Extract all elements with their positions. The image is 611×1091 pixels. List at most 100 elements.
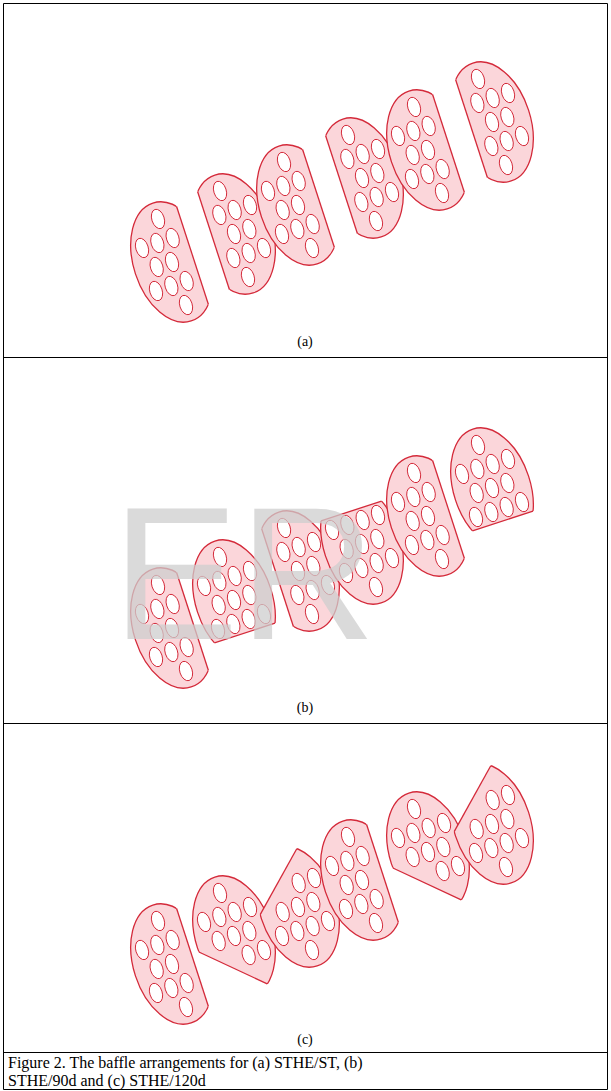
tube-hole xyxy=(210,906,228,929)
tube-hole xyxy=(338,148,356,171)
tube-hole xyxy=(434,158,452,181)
table-line xyxy=(4,1052,608,1053)
tube-hole xyxy=(241,194,259,217)
baffle-plate xyxy=(436,51,547,193)
tube-hole xyxy=(353,869,371,892)
tube-hole xyxy=(240,944,258,967)
tube-hole xyxy=(162,977,180,1000)
tube-hole xyxy=(163,251,181,274)
panel-label: (c) xyxy=(275,1032,335,1048)
tube-hole xyxy=(367,912,385,935)
tube-hole xyxy=(304,891,322,914)
tube-hole xyxy=(403,168,421,191)
tube-hole xyxy=(482,135,500,158)
tube-hole xyxy=(468,92,486,115)
tube-hole xyxy=(240,242,258,265)
tube-hole xyxy=(239,266,257,289)
tube-hole xyxy=(255,237,273,260)
tube-hole xyxy=(225,223,243,246)
tube-hole xyxy=(434,860,452,883)
tube-hole xyxy=(354,143,372,166)
tube-hole xyxy=(435,812,453,835)
baffle-cut-edge xyxy=(433,94,465,192)
tube-hole xyxy=(149,208,167,231)
tube-hole xyxy=(164,227,182,250)
tube-hole xyxy=(484,87,502,110)
tube-hole xyxy=(389,125,407,148)
tube-hole xyxy=(404,510,422,533)
tube-hole xyxy=(498,106,516,129)
tube-hole xyxy=(483,477,501,500)
tube-hole xyxy=(498,472,516,495)
tube-hole xyxy=(274,199,292,222)
tube-hole xyxy=(303,939,321,962)
baffle-plate xyxy=(436,753,547,895)
tube-hole xyxy=(513,827,531,850)
tube-hole xyxy=(499,448,517,471)
tube-hole xyxy=(241,896,259,919)
tube-hole xyxy=(178,270,196,293)
tube-hole xyxy=(497,856,515,879)
tube-hole xyxy=(499,784,517,807)
tube-hole xyxy=(468,482,486,505)
table-line xyxy=(4,3,608,4)
tube-hole xyxy=(337,898,355,921)
baffle-disc xyxy=(436,51,547,193)
tube-hole xyxy=(420,115,438,138)
tube-hole xyxy=(323,855,341,878)
tube-hole xyxy=(148,934,166,957)
tube-hole xyxy=(467,506,485,529)
tube-hole xyxy=(418,163,436,186)
table-line xyxy=(3,4,4,1090)
table-line xyxy=(607,4,608,1090)
tube-hole xyxy=(288,218,306,241)
tube-hole xyxy=(275,151,293,174)
table-border xyxy=(4,4,608,1090)
baffle-cut-edge xyxy=(177,206,209,304)
tube-hole xyxy=(404,486,422,509)
tube-hole xyxy=(404,822,422,845)
tube-hole xyxy=(354,845,372,868)
tube-hole xyxy=(404,846,422,869)
tube-hole xyxy=(383,181,401,204)
tube-hole xyxy=(319,910,337,933)
tube-hole xyxy=(304,213,322,236)
tube-hole xyxy=(339,124,357,147)
tube-hole xyxy=(389,827,407,850)
tube-hole xyxy=(453,463,471,486)
tube-hole xyxy=(339,826,357,849)
tube-hole xyxy=(289,194,307,217)
table-line xyxy=(4,357,608,358)
tube-hole xyxy=(211,180,229,203)
tube-hole xyxy=(178,972,196,995)
baffle-plate xyxy=(306,809,417,951)
tube-hole xyxy=(133,237,151,260)
tube-hole xyxy=(513,491,531,514)
baffle-cut-edge xyxy=(303,149,335,247)
tube-hole xyxy=(225,925,243,948)
tube-hole xyxy=(177,294,195,317)
tube-hole xyxy=(498,832,516,855)
tube-hole xyxy=(483,813,501,836)
tube-hole xyxy=(177,996,195,1019)
watermark: ER xyxy=(112,478,376,668)
tube-hole xyxy=(368,162,386,185)
baffle-cut-edge xyxy=(456,80,488,178)
tube-hole xyxy=(404,120,422,143)
tube-hole xyxy=(498,130,516,153)
tube-hole xyxy=(210,930,228,953)
table-line xyxy=(4,1089,608,1090)
tube-hole xyxy=(163,953,181,976)
tube-hole xyxy=(498,808,516,831)
tube-hole xyxy=(482,501,500,524)
tube-hole xyxy=(419,841,437,864)
tube-hole xyxy=(290,872,308,895)
tube-hole xyxy=(338,874,356,897)
tube-hole xyxy=(419,505,437,528)
tube-hole xyxy=(434,836,452,859)
tube-hole xyxy=(389,491,407,514)
tube-hole xyxy=(290,170,308,193)
tube-hole xyxy=(149,910,167,933)
tube-hole xyxy=(484,453,502,476)
tube-hole xyxy=(405,462,423,485)
